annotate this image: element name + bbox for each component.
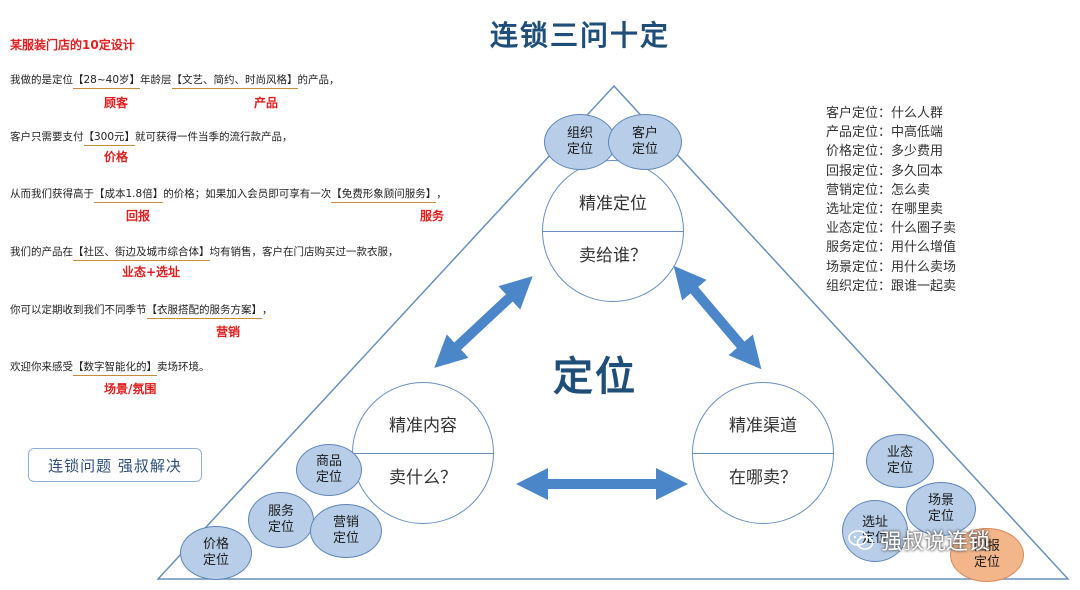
case-text: ， <box>262 304 273 316</box>
case-text: 我做的是定位 <box>10 74 73 86</box>
case-text: 就可获得一件当季的流行款产品， <box>135 131 293 143</box>
case-text: 年龄层 <box>140 74 172 86</box>
definition-item: 业态定位：什么圈子卖 <box>826 221 957 237</box>
case-text: 欢迎你来感受 <box>10 361 73 373</box>
definition-list: 客户定位：什么人群 产品定位：中高低端 价格定位：多少费用 回报定位：多久回本 … <box>826 104 956 296</box>
definition-item: 选址定位：在哪里卖 <box>826 202 944 218</box>
definition-item: 回报定位：多久回本 <box>826 163 944 179</box>
bubble-product: 商品 定位 <box>296 444 362 496</box>
tag-price: 价格 <box>104 150 129 164</box>
center-positioning: 定位 <box>553 354 637 400</box>
circle-lower-text: 在哪卖？ <box>729 468 797 488</box>
main-title: 连锁三问十定 <box>489 19 670 52</box>
bubble-marketing: 营销 定位 <box>310 504 382 558</box>
tag-format-site: 业态+选址 <box>122 265 181 279</box>
case-line-5: 你可以定期收到我们不同季节【衣服搭配的服务方案】， <box>10 302 273 319</box>
case-text: ， <box>436 188 447 200</box>
watermark: 强叔说连锁 <box>848 524 990 556</box>
tag-product: 产品 <box>254 96 279 110</box>
case-line-4: 我们的产品在【社区、街边及城市综合体】均有销售，客户在门店购买过一款衣服， <box>10 244 399 261</box>
bubble-format: 业态 定位 <box>866 434 934 488</box>
case-title: 某服装门店的10定设计 <box>10 38 135 52</box>
case-text: 从而我们获得高于 <box>10 188 94 200</box>
case-highlight: 【300元】 <box>83 129 136 146</box>
watermark-text: 强叔说连锁 <box>880 530 991 555</box>
tag-service: 服务 <box>420 209 445 223</box>
circle-content: 精准内容 卖什么？ <box>352 382 494 524</box>
circle-upper-text: 精准渠道 <box>729 416 797 436</box>
circle-lower-text: 卖给谁？ <box>579 246 647 266</box>
case-highlight: 【28~40岁】 <box>73 72 141 89</box>
circle-divider <box>543 231 683 232</box>
definition-item: 客户定位：什么人群 <box>826 106 944 121</box>
tag-customer: 顾客 <box>104 96 129 110</box>
case-highlight: 【免费形象顾问服务】 <box>331 186 437 203</box>
tag-marketing: 营销 <box>216 325 241 339</box>
bubble-customer: 客户 定位 <box>608 114 682 170</box>
case-highlight: 【数字智能化的】 <box>73 359 157 376</box>
definition-item: 组织定位：跟谁一起卖 <box>826 278 957 294</box>
definition-item: 服务定位：用什么增值 <box>826 240 957 256</box>
case-text: 的价格；如果加入会员即可享有一次 <box>163 188 332 200</box>
circle-positioning: 精准定位 卖给谁？ <box>542 160 684 302</box>
tag-return: 回报 <box>126 209 151 223</box>
case-line-1: 我做的是定位【28~40岁】年龄层【文艺、简约、时尚风格】的产品， <box>10 72 340 89</box>
circle-divider <box>693 453 833 454</box>
wechat-icon <box>848 530 874 550</box>
case-line-3: 从而我们获得高于【成本1.8倍】的价格；如果加入会员即可享有一次【免费形象顾问服… <box>10 186 447 203</box>
definition-item: 营销定位：怎么卖 <box>826 182 931 198</box>
case-highlight: 【成本1.8倍】 <box>94 186 164 203</box>
definition-item: 场景定位：用什么卖场 <box>826 259 957 275</box>
case-text: 卖场环境。 <box>157 361 210 373</box>
bubble-site: 选址 定位 <box>842 500 908 562</box>
bubble-org: 组织 定位 <box>544 114 616 170</box>
case-highlight: 【社区、街边及城市综合体】 <box>73 244 210 261</box>
circle-lower-text: 卖什么？ <box>389 468 457 488</box>
arrow-top-left <box>434 276 533 368</box>
definition-item: 价格定位：多少费用 <box>826 144 944 160</box>
bubble-scene: 场景 定位 <box>906 482 976 536</box>
bubble-price: 价格 定位 <box>180 526 252 580</box>
triangle-outline <box>156 84 1070 580</box>
case-text: 你可以定期收到我们不同季节 <box>10 304 147 316</box>
solve-box: 连锁问题 强叔解决 <box>28 448 202 482</box>
case-text: 客户只需要支付 <box>10 131 84 143</box>
case-text: 的产品， <box>297 74 340 86</box>
circle-upper-text: 精准内容 <box>389 416 457 436</box>
arrow-top-right <box>673 265 762 370</box>
case-text: 均有销售，客户在门店购买过一款衣服， <box>209 246 399 258</box>
bubble-return: 回报 定位 <box>950 528 1024 582</box>
circle-channel: 精准渠道 在哪卖？ <box>692 382 834 524</box>
case-highlight: 【衣服搭配的服务方案】 <box>146 302 262 319</box>
case-line-2: 客户只需要支付【300元】就可获得一件当季的流行款产品， <box>10 129 293 146</box>
case-line-6: 欢迎你来感受【数字智能化的】卖场环境。 <box>10 359 210 376</box>
case-highlight: 【文艺、简约、时尚风格】 <box>171 72 298 89</box>
case-text: 我们的产品在 <box>10 246 73 258</box>
tag-scene: 场景/氛围 <box>104 382 157 396</box>
definition-item: 产品定位：中高低端 <box>826 125 944 141</box>
circle-divider <box>353 453 493 454</box>
bubble-service: 服务 定位 <box>248 492 314 548</box>
circle-upper-text: 精准定位 <box>579 194 647 214</box>
